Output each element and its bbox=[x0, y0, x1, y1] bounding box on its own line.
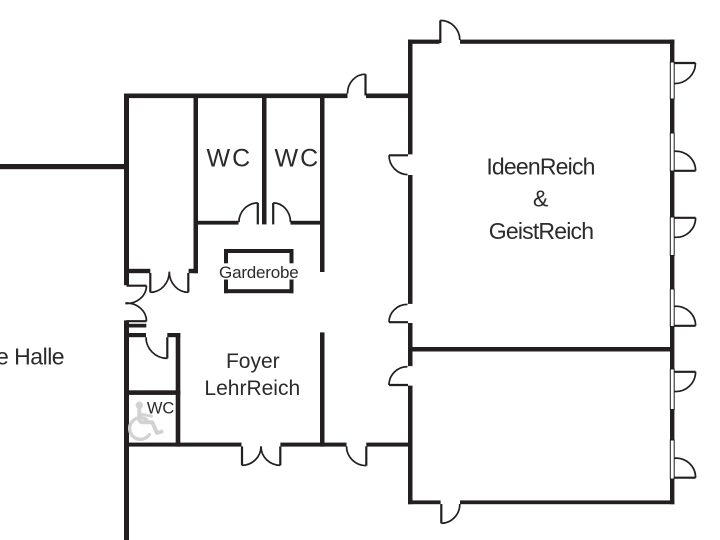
svg-text:WC: WC bbox=[274, 144, 320, 172]
svg-text:GeistReich: GeistReich bbox=[489, 218, 594, 244]
svg-text:Garderobe: Garderobe bbox=[219, 263, 298, 282]
svg-text:Foyer: Foyer bbox=[226, 350, 280, 373]
svg-text:IdeenReich: IdeenReich bbox=[486, 154, 594, 180]
svg-text:&: & bbox=[533, 186, 548, 212]
svg-text:WC: WC bbox=[206, 144, 252, 172]
svg-text:LehrReich: LehrReich bbox=[204, 377, 300, 400]
svg-text:WC: WC bbox=[147, 400, 175, 418]
svg-text:e Halle: e Halle bbox=[0, 344, 64, 370]
